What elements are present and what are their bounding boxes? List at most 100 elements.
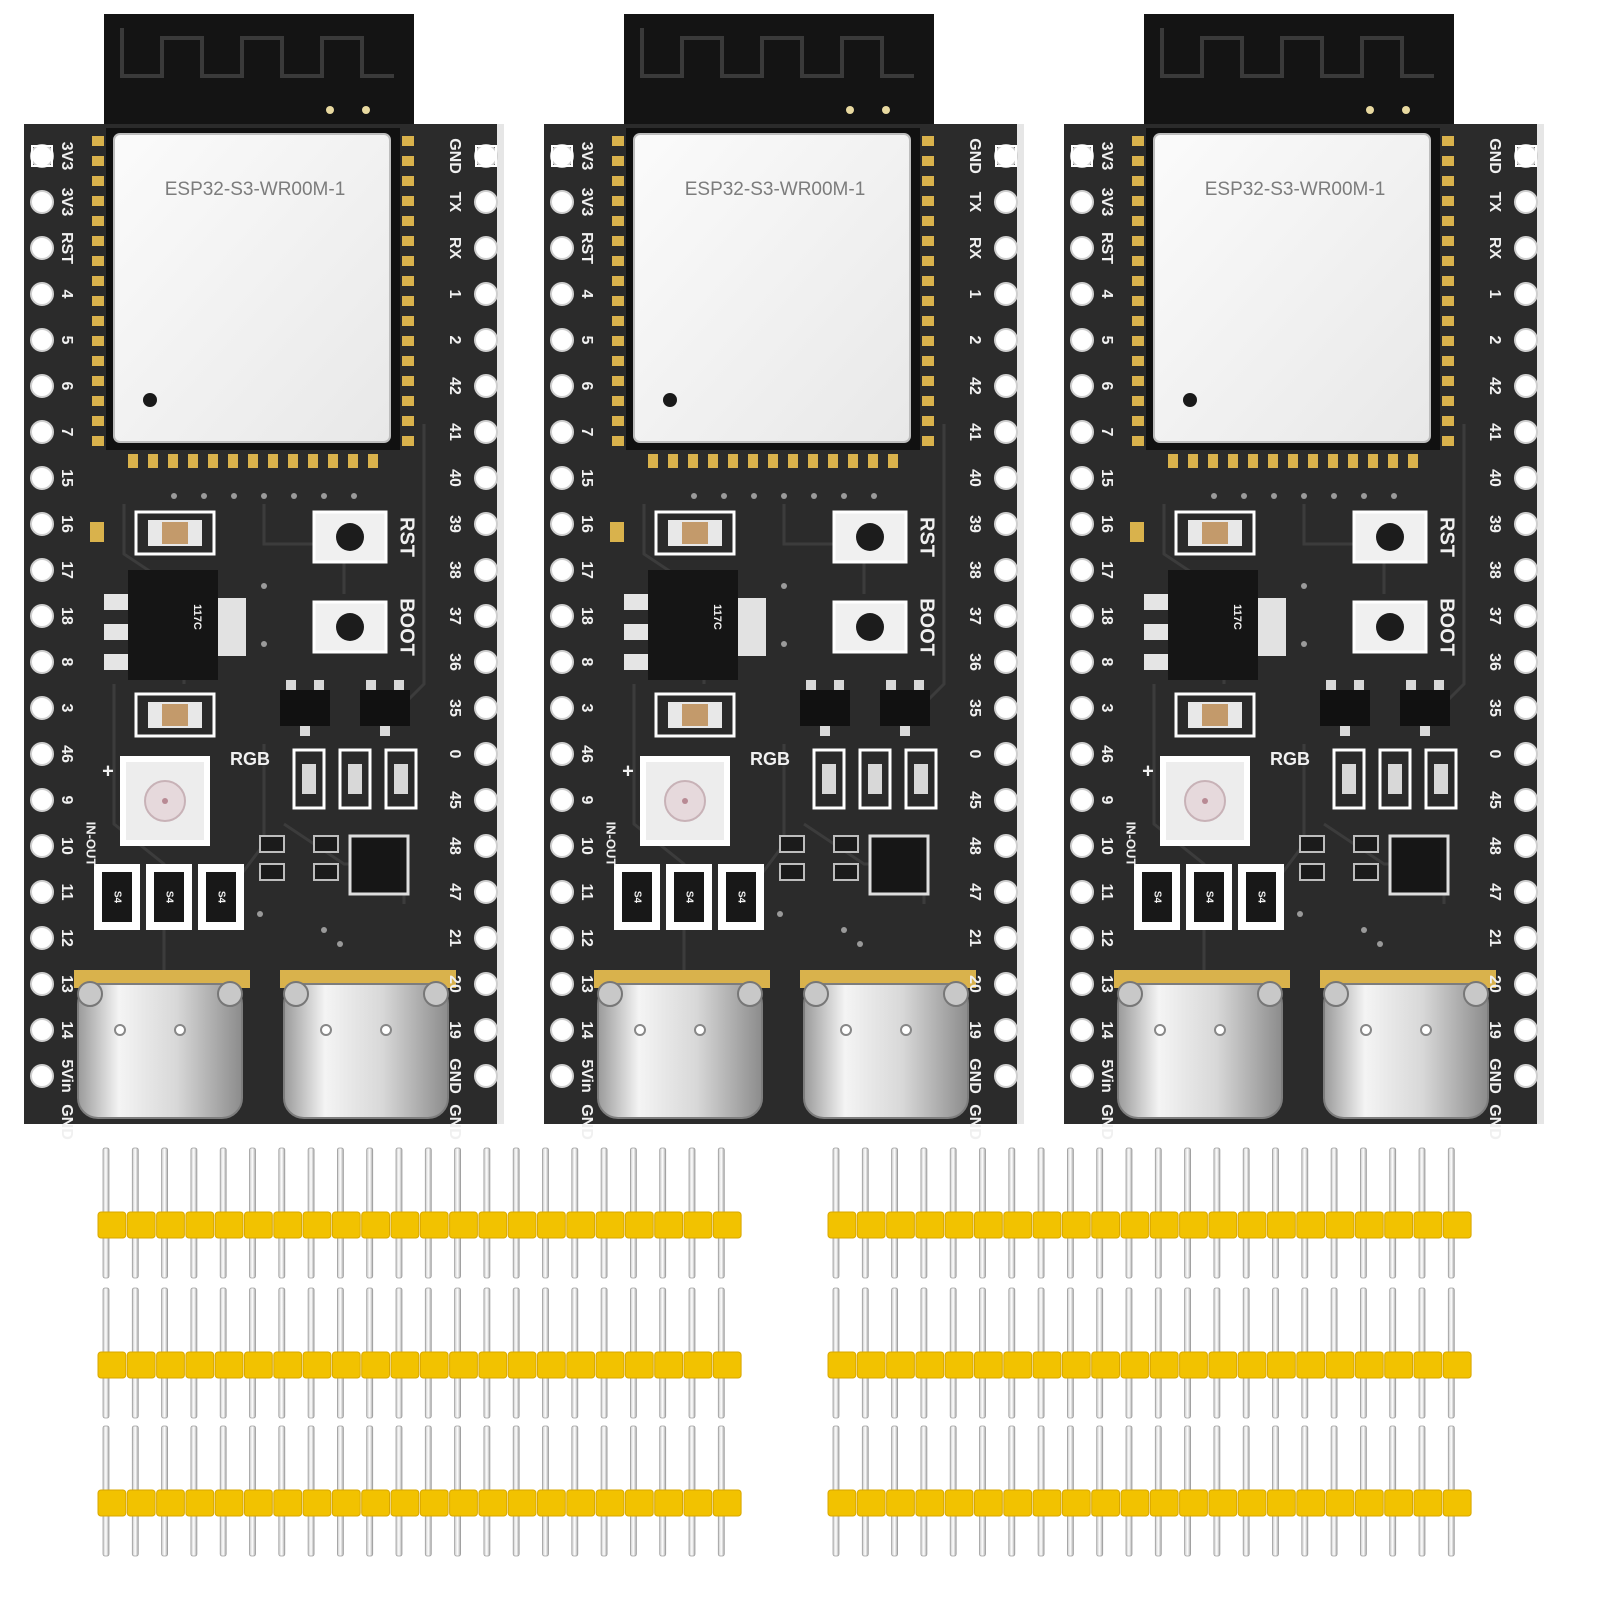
header-plastic-block xyxy=(1325,1211,1355,1239)
board-1-silkscreen: 3V33V3RST4567151617188346910111213145Vin… xyxy=(58,138,463,1140)
header-plastic-block xyxy=(1061,1351,1091,1379)
header-plastic-block xyxy=(244,1489,273,1517)
header-plastic-block xyxy=(1003,1211,1033,1239)
left-pin-label: 10 xyxy=(578,837,595,855)
regulator-marking: 117C xyxy=(711,604,723,630)
header-plastic-block xyxy=(827,1211,857,1239)
pcb-2 xyxy=(542,122,1026,1126)
left-pin-label: 15 xyxy=(1098,469,1115,487)
header-plastic-block xyxy=(1267,1211,1296,1239)
header-plastic-block xyxy=(1149,1211,1179,1239)
module-label-2: ESP32-S3-WR00M-1 xyxy=(685,179,866,200)
header-plastic-block xyxy=(1296,1489,1326,1517)
header-plastic-block xyxy=(1061,1489,1091,1517)
left-pin-label: 3V3 xyxy=(58,142,75,171)
right-pin-label: GND xyxy=(966,1058,983,1094)
header-plastic-block xyxy=(1179,1351,1208,1379)
header-plastic-block xyxy=(566,1351,596,1379)
header-plastic-block xyxy=(214,1489,244,1517)
pin-header-strip xyxy=(827,1147,1472,1279)
header-plastic-block xyxy=(1120,1211,1150,1239)
header-plastic-block xyxy=(537,1211,566,1239)
right-pin-label: 19 xyxy=(966,1021,983,1039)
header-plastic-block xyxy=(1384,1489,1413,1517)
right-pin-label: 47 xyxy=(1486,883,1503,901)
inout-label: IN-OUT xyxy=(84,822,99,867)
header-plastic-block xyxy=(214,1351,244,1379)
header-plastic-block xyxy=(302,1211,332,1239)
header-plastic-block xyxy=(1003,1351,1033,1379)
header-plastic-block xyxy=(273,1351,303,1379)
header-plastic-block xyxy=(1267,1351,1296,1379)
right-pin-label: 48 xyxy=(966,837,983,855)
header-plastic-block xyxy=(478,1211,508,1239)
header-plastic-block xyxy=(1384,1351,1413,1379)
header-plastic-block xyxy=(1091,1211,1120,1239)
right-pin-label: 1 xyxy=(446,290,463,299)
header-plastic-block xyxy=(624,1211,654,1239)
left-pin-label: 3 xyxy=(58,704,75,713)
header-plastic-block xyxy=(449,1351,478,1379)
right-pin-label: 35 xyxy=(1486,699,1503,717)
right-pin-label: 35 xyxy=(966,699,983,717)
left-pin-label: 9 xyxy=(58,796,75,805)
header-plastic-block xyxy=(507,1211,537,1239)
header-plastic-block xyxy=(683,1351,713,1379)
header-plastic-block xyxy=(1442,1351,1472,1379)
diode-marking: S4 xyxy=(1203,891,1214,904)
left-pin-label: 10 xyxy=(1098,837,1115,855)
header-plastic-block xyxy=(273,1489,303,1517)
boot-button-label: BOOT xyxy=(916,598,938,656)
header-plastic-block xyxy=(624,1489,654,1517)
header-plastic-block xyxy=(944,1211,974,1239)
right-pin-label: 42 xyxy=(966,377,983,395)
right-pin-label: RX xyxy=(446,237,463,260)
header-plastic-block xyxy=(1237,1351,1267,1379)
header-plastic-block xyxy=(185,1489,215,1517)
rgb-led-label: RGB xyxy=(1270,749,1310,769)
left-pin-label: 13 xyxy=(578,975,595,993)
left-pin-label: GND xyxy=(1098,1104,1115,1140)
right-pin-label: 36 xyxy=(446,653,463,671)
right-pin-label: 38 xyxy=(1486,561,1503,579)
left-pin-label: RST xyxy=(1098,232,1115,264)
header-plastic-block xyxy=(683,1489,713,1517)
right-pin-label: 21 xyxy=(446,929,463,947)
header-plastic-block xyxy=(1442,1489,1472,1517)
header-plastic-block xyxy=(361,1489,391,1517)
right-pin-label: 40 xyxy=(446,469,463,487)
diode-marking: S4 xyxy=(215,891,226,904)
diode-marking: S4 xyxy=(1255,891,1266,904)
left-pin-label: RST xyxy=(58,232,75,264)
header-plastic-block xyxy=(1149,1489,1179,1517)
left-pin-label: 6 xyxy=(1098,382,1115,391)
left-pin-label: 9 xyxy=(578,796,595,805)
reset-button-label: RST xyxy=(396,517,418,557)
header-plastic-block xyxy=(537,1351,566,1379)
header-plastic-block xyxy=(915,1351,945,1379)
header-plastic-block xyxy=(915,1211,945,1239)
header-plastic-block xyxy=(185,1211,215,1239)
left-pin-label: 18 xyxy=(58,607,75,625)
left-pin-label: 5 xyxy=(58,336,75,345)
dev-board-3: ESP32-S3-WR00M-1 xyxy=(1062,12,1546,1126)
pin-header-strip xyxy=(97,1147,742,1279)
header-plastic-block xyxy=(974,1489,1003,1517)
left-pin-label: 13 xyxy=(58,975,75,993)
header-plastic-block xyxy=(566,1489,596,1517)
header-plastic-block xyxy=(419,1211,449,1239)
reset-button-label: RST xyxy=(1436,517,1458,557)
header-plastic-block xyxy=(537,1489,566,1517)
pcb-1 xyxy=(22,122,506,1126)
header-plastic-block xyxy=(507,1351,537,1379)
reset-button-label: RST xyxy=(916,517,938,557)
right-pin-label: GND xyxy=(1486,138,1503,174)
right-pin-label: GND xyxy=(1486,1058,1503,1094)
right-pin-label: 2 xyxy=(446,336,463,345)
right-pin-label: 37 xyxy=(1486,607,1503,625)
right-pin-label: RX xyxy=(966,237,983,260)
header-plastic-block xyxy=(1413,1211,1443,1239)
right-pin-label: 40 xyxy=(1486,469,1503,487)
header-plastic-block xyxy=(1179,1489,1208,1517)
